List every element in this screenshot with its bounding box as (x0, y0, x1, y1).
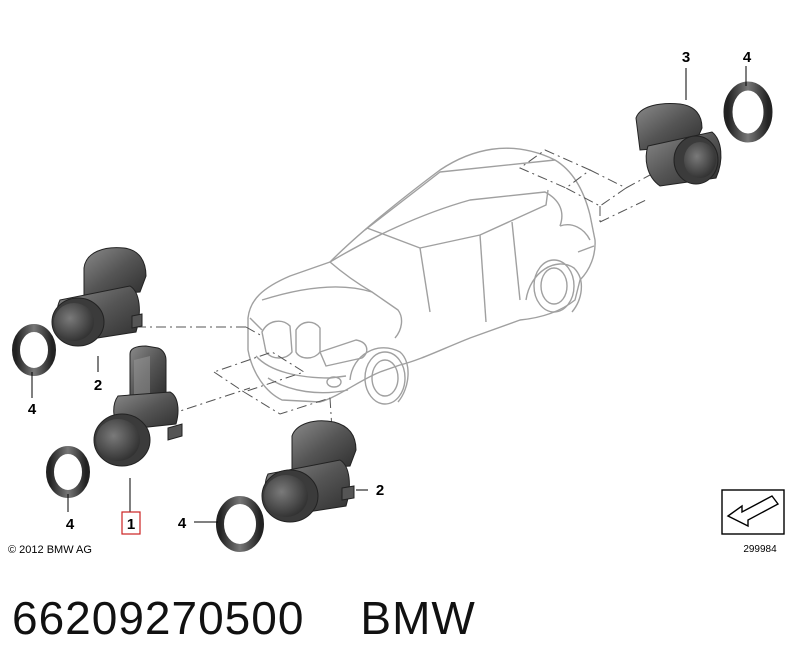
callout-part-3[interactable]: 3 (682, 49, 690, 66)
sensor-part-2-right[interactable] (261, 420, 357, 523)
callout-part-2-left[interactable]: 2 (94, 377, 102, 394)
ring-part-4-top-right[interactable] (723, 81, 773, 143)
part-caption: 66209270500 BMW (12, 583, 476, 653)
ring-part-4-left-lower[interactable] (46, 446, 90, 498)
reference-number: 299984 (743, 544, 777, 555)
car-outline (247, 147, 596, 405)
callout-part-4-left-lower[interactable]: 4 (66, 516, 75, 533)
part-1-highlight-box (121, 511, 141, 535)
callout-leaders (31, 66, 747, 523)
callout-part-1[interactable]: 1 (127, 516, 135, 533)
callout-part-4-left-upper[interactable]: 4 (28, 401, 37, 418)
sensor-part-2-left[interactable] (51, 247, 147, 347)
leader-lines (136, 149, 651, 431)
ring-part-4-left-upper[interactable] (12, 324, 56, 376)
sensor-part-3[interactable] (635, 103, 722, 187)
callout-part-4-bottom[interactable]: 4 (178, 515, 187, 532)
brand-name: BMW (360, 592, 476, 644)
callout-part-4-top-right[interactable]: 4 (743, 49, 752, 66)
ring-part-4-bottom[interactable] (216, 496, 264, 552)
reference-arrow-icon (721, 489, 785, 535)
callout-part-2-right[interactable]: 2 (376, 482, 384, 499)
part-number: 66209270500 (12, 592, 305, 644)
copyright-text: © 2012 BMW AG (8, 544, 92, 556)
sensor-part-1[interactable] (93, 345, 183, 467)
